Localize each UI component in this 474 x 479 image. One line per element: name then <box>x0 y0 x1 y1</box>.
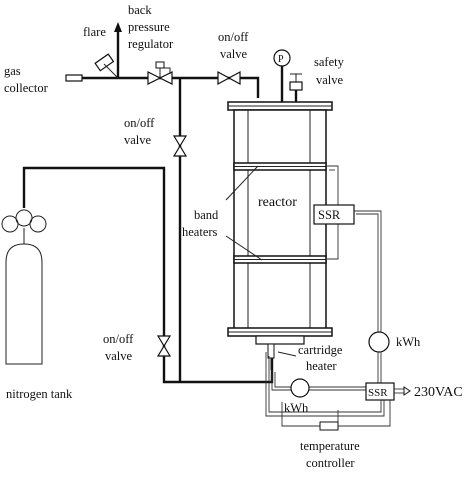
valve-top-icon <box>217 70 241 86</box>
ssr-top-label: SSR <box>318 208 341 222</box>
band-heater-pointer-1 <box>225 165 259 201</box>
band-heater-wiring <box>314 165 382 384</box>
pressure-gauge-icon <box>273 49 291 67</box>
ssr-bottom-label: SSR <box>368 387 388 399</box>
flare-label: flare <box>83 25 106 39</box>
power-input-arrow-icon <box>403 386 411 396</box>
kwh-bottom-label: kWh <box>284 401 309 415</box>
cartridge-heater-label-line2: heater <box>306 359 337 373</box>
temperature-controller-label-line1: temperature <box>300 439 360 453</box>
reactor-label: reactor <box>258 195 297 210</box>
temperature-controller-box <box>319 421 339 431</box>
cartridge-heater-wiring <box>265 352 385 417</box>
back-pressure-label-line2: pressure <box>128 20 170 34</box>
kwh-top-label: kWh <box>396 335 421 349</box>
valve-top-label-line2: valve <box>220 47 248 61</box>
controller-wiring <box>281 400 391 427</box>
nitrogen-tank <box>1 209 47 365</box>
valve-low-label-line1: on/off <box>103 332 134 346</box>
nitrogen-tank-label: nitrogen tank <box>6 387 73 401</box>
ssr-top-box <box>313 204 355 225</box>
ssr-bottom-box <box>365 382 395 401</box>
valve-mid-label-line2: valve <box>124 133 152 147</box>
flare-nozzle-icon <box>94 53 115 72</box>
back-pressure-regulator-icon <box>147 61 173 85</box>
valve-top-label-line1: on/off <box>218 30 249 44</box>
power-label: 230VAC <box>414 385 463 400</box>
reactor-vessel <box>227 101 333 345</box>
valve-mid-label-line1: on/off <box>124 116 155 130</box>
safety-valve-icon <box>289 81 303 91</box>
valve-mid-icon <box>172 135 188 157</box>
valve-low-icon <box>156 335 172 357</box>
temperature-controller-label-line2: controller <box>306 456 355 470</box>
cartridge-heater-icon <box>267 343 275 370</box>
back-pressure-label-line3: regulator <box>128 37 174 51</box>
band-heaters-label-line2: heaters <box>182 225 218 239</box>
band-heaters-label-line1: band <box>194 208 219 222</box>
back-pressure-label-line1: back <box>128 3 152 17</box>
pressure-gauge-label: P <box>278 54 284 65</box>
kwh-meter-top-icon <box>368 331 390 353</box>
cartridge-pointer <box>277 351 297 357</box>
safety-valve-label-line1: safety <box>314 55 345 69</box>
cartridge-heater-label-line1: cartridge <box>298 343 343 357</box>
gas-collector-label-line1: gas <box>4 64 21 78</box>
kwh-meter-bottom-icon <box>290 378 310 398</box>
flare-arrow-icon <box>114 22 122 32</box>
gas-collector-label-line2: collector <box>4 81 49 95</box>
valve-low-label-line2: valve <box>105 349 133 363</box>
band-heater-pointer-2 <box>225 235 263 261</box>
safety-valve-label-line2: valve <box>316 73 344 87</box>
gas-outlet-line <box>70 76 260 98</box>
gas-collector-fitting <box>65 74 83 82</box>
